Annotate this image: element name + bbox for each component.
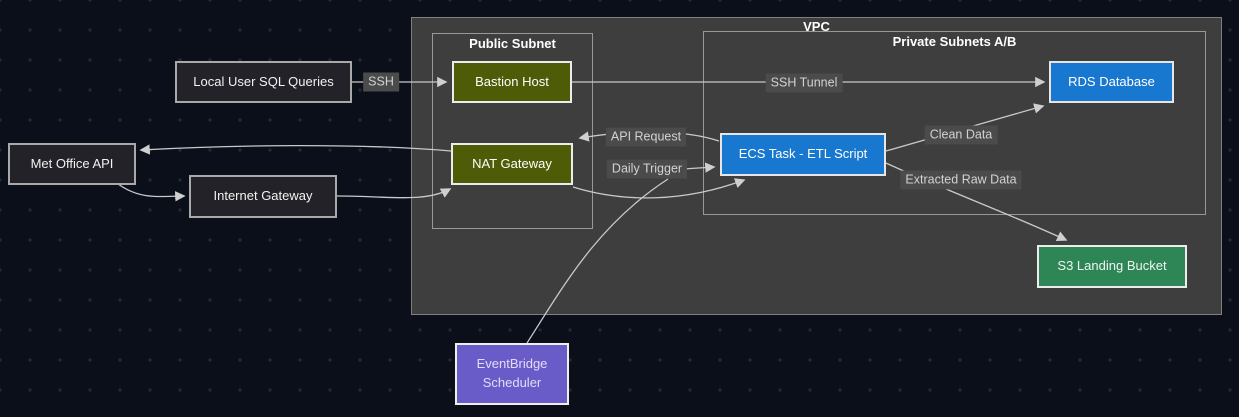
node-label: Internet Gateway — [213, 188, 313, 204]
node-eventbridge-scheduler[interactable]: EventBridge Scheduler — [455, 343, 569, 405]
edge-label-ssh-tunnel: SSH Tunnel — [765, 73, 843, 93]
node-label: Met Office API — [30, 155, 114, 171]
node-bastion-host[interactable]: Bastion Host — [452, 61, 572, 103]
node-internet-gateway[interactable]: Internet Gateway — [189, 175, 337, 218]
edge-nat-to-metoffice — [139, 144, 452, 155]
vpc-title: VPC — [803, 19, 830, 34]
node-label: EventBridge Scheduler — [476, 356, 548, 390]
node-ecs-task-etl-script[interactable]: ECS Task - ETL Script — [720, 133, 886, 176]
edge-metoffice-to-igw — [117, 183, 186, 202]
node-local-user-sql-queries[interactable]: Local User SQL Queries — [175, 61, 352, 103]
edge-label-ssh: SSH — [363, 72, 399, 92]
edge-label-extracted-raw-data: Extracted Raw Data — [900, 170, 1022, 190]
edge-label-clean-data: Clean Data — [924, 125, 998, 145]
node-nat-gateway[interactable]: NAT Gateway — [451, 143, 573, 185]
edge-daily-trigger — [682, 162, 716, 173]
edge-nat-to-ecs — [572, 178, 746, 199]
edge-label-daily-trigger: Daily Trigger — [606, 159, 688, 179]
node-label: NAT Gateway — [472, 155, 552, 171]
node-s3-landing-bucket[interactable]: S3 Landing Bucket — [1037, 245, 1187, 288]
node-label: ECS Task - ETL Script — [738, 146, 868, 162]
node-rds-database[interactable]: RDS Database — [1049, 61, 1174, 103]
edge-eventbridge-curve — [526, 178, 669, 344]
node-label: S3 Landing Bucket — [1057, 258, 1167, 274]
private-subnets-container[interactable] — [703, 31, 1206, 215]
node-label: Bastion Host — [475, 73, 549, 89]
edge-igw-to-nat — [336, 188, 452, 199]
public-subnet-container[interactable] — [432, 33, 593, 229]
edge-label-api-request: API Request — [605, 127, 687, 147]
node-label: Local User SQL Queries — [193, 73, 334, 89]
public-subnet-title: Public Subnet — [469, 36, 556, 51]
private-subnets-title: Private Subnets A/B — [892, 34, 1017, 49]
node-label: RDS Database — [1068, 73, 1155, 89]
node-met-office-api[interactable]: Met Office API — [8, 143, 136, 185]
